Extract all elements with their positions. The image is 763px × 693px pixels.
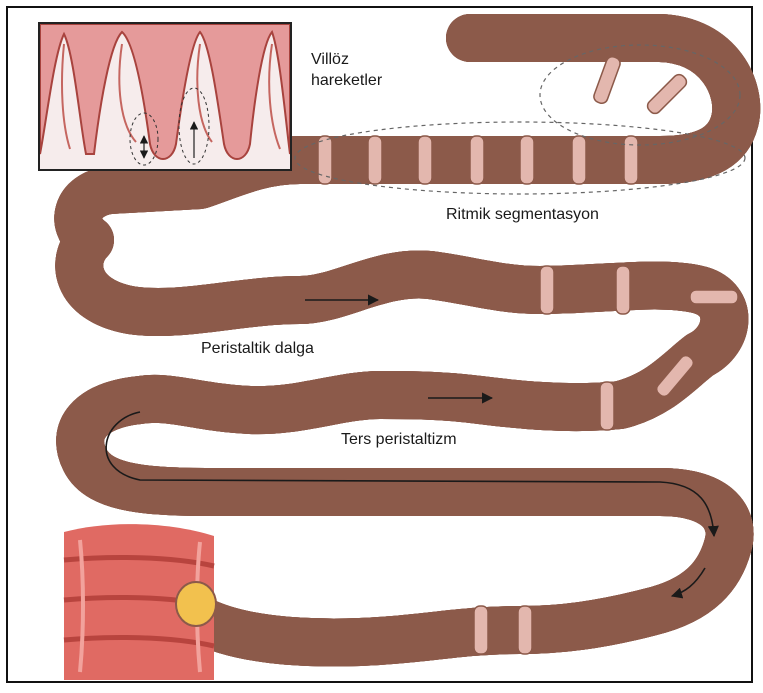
label-rhythmic-segmentation: Ritmik segmentasyon [446,206,599,224]
villi-inset [38,22,292,171]
colon-segment [64,524,216,680]
label-villous-line1: Villöz [311,49,382,70]
label-reverse-peristalsis: Ters peristaltizm [341,431,457,449]
label-peristaltic-wave: Peristaltik dalga [201,340,314,358]
label-villous-movements: Villöz hareketler [311,49,382,91]
label-villous-line2: hareketler [311,70,382,91]
villi-illustration [40,24,290,169]
